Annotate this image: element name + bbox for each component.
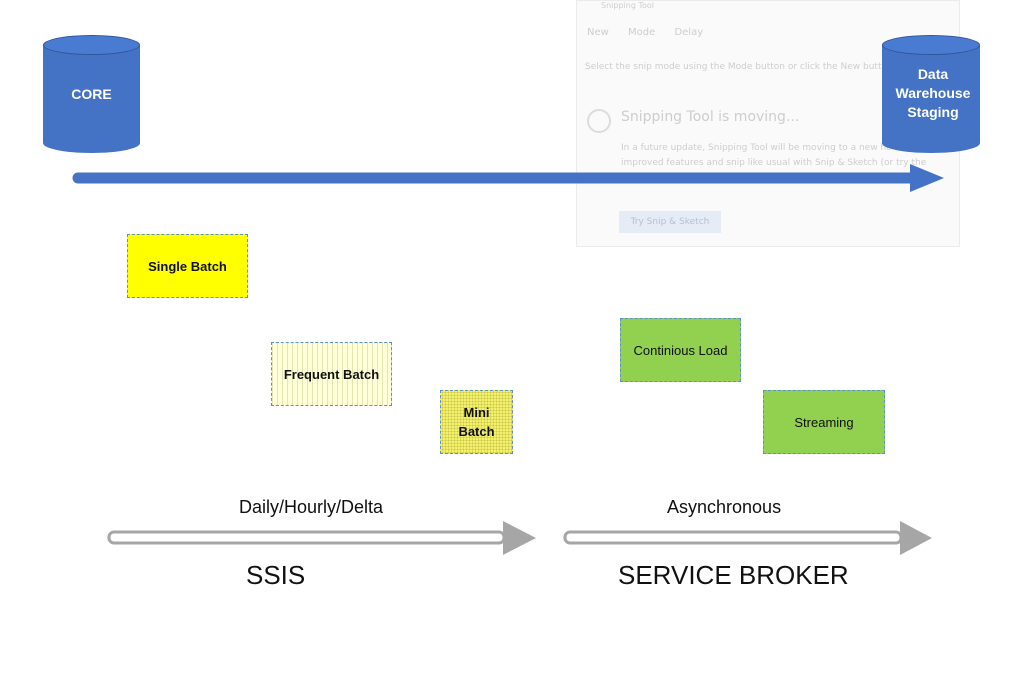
data-warehouse-staging-database-icon: Data Warehouse Staging <box>882 35 980 153</box>
background-window-heading: Snipping Tool is moving... <box>621 109 800 125</box>
snipping-tool-logo-icon <box>587 109 611 133</box>
core-database-label: CORE <box>71 86 112 102</box>
ssis-flow-arrow-icon <box>107 521 536 555</box>
new-button: New <box>587 27 609 38</box>
service-broker-label: SERVICE BROKER <box>618 560 849 590</box>
daily-hourly-delta-caption: Daily/Hourly/Delta <box>239 497 384 517</box>
continuous-load-label: Continious Load <box>633 342 728 358</box>
single-batch-box: Single Batch <box>127 234 248 298</box>
main-flow-arrow-icon <box>72 164 944 192</box>
streaming-box: Streaming <box>763 390 885 454</box>
ssis-label: SSIS <box>246 560 306 590</box>
mode-button: Mode <box>628 27 656 38</box>
asynchronous-caption: Asynchronous <box>667 497 782 517</box>
core-database-icon: CORE <box>43 35 140 153</box>
mini-batch-label: Mini Batch <box>458 405 495 439</box>
service-broker-flow-arrow-icon <box>563 521 932 555</box>
delay-button: Delay <box>674 27 704 38</box>
single-batch-label: Single Batch <box>148 258 227 274</box>
data-warehouse-staging-label: Data Warehouse Staging <box>895 66 971 120</box>
mini-batch-box: Mini Batch <box>440 390 513 454</box>
try-snip-sketch-button: Try Snip & Sketch <box>619 211 721 233</box>
streaming-label: Streaming <box>794 414 854 430</box>
continuous-load-box: Continious Load <box>620 318 741 382</box>
frequent-batch-box: Frequent Batch <box>271 342 392 406</box>
frequent-batch-label: Frequent Batch <box>283 366 380 382</box>
background-window-hint: Select the snip mode using the Mode butt… <box>585 62 896 72</box>
background-window-title: Snipping Tool <box>601 1 654 10</box>
background-window-toolbar: New Mode Delay <box>587 27 719 38</box>
